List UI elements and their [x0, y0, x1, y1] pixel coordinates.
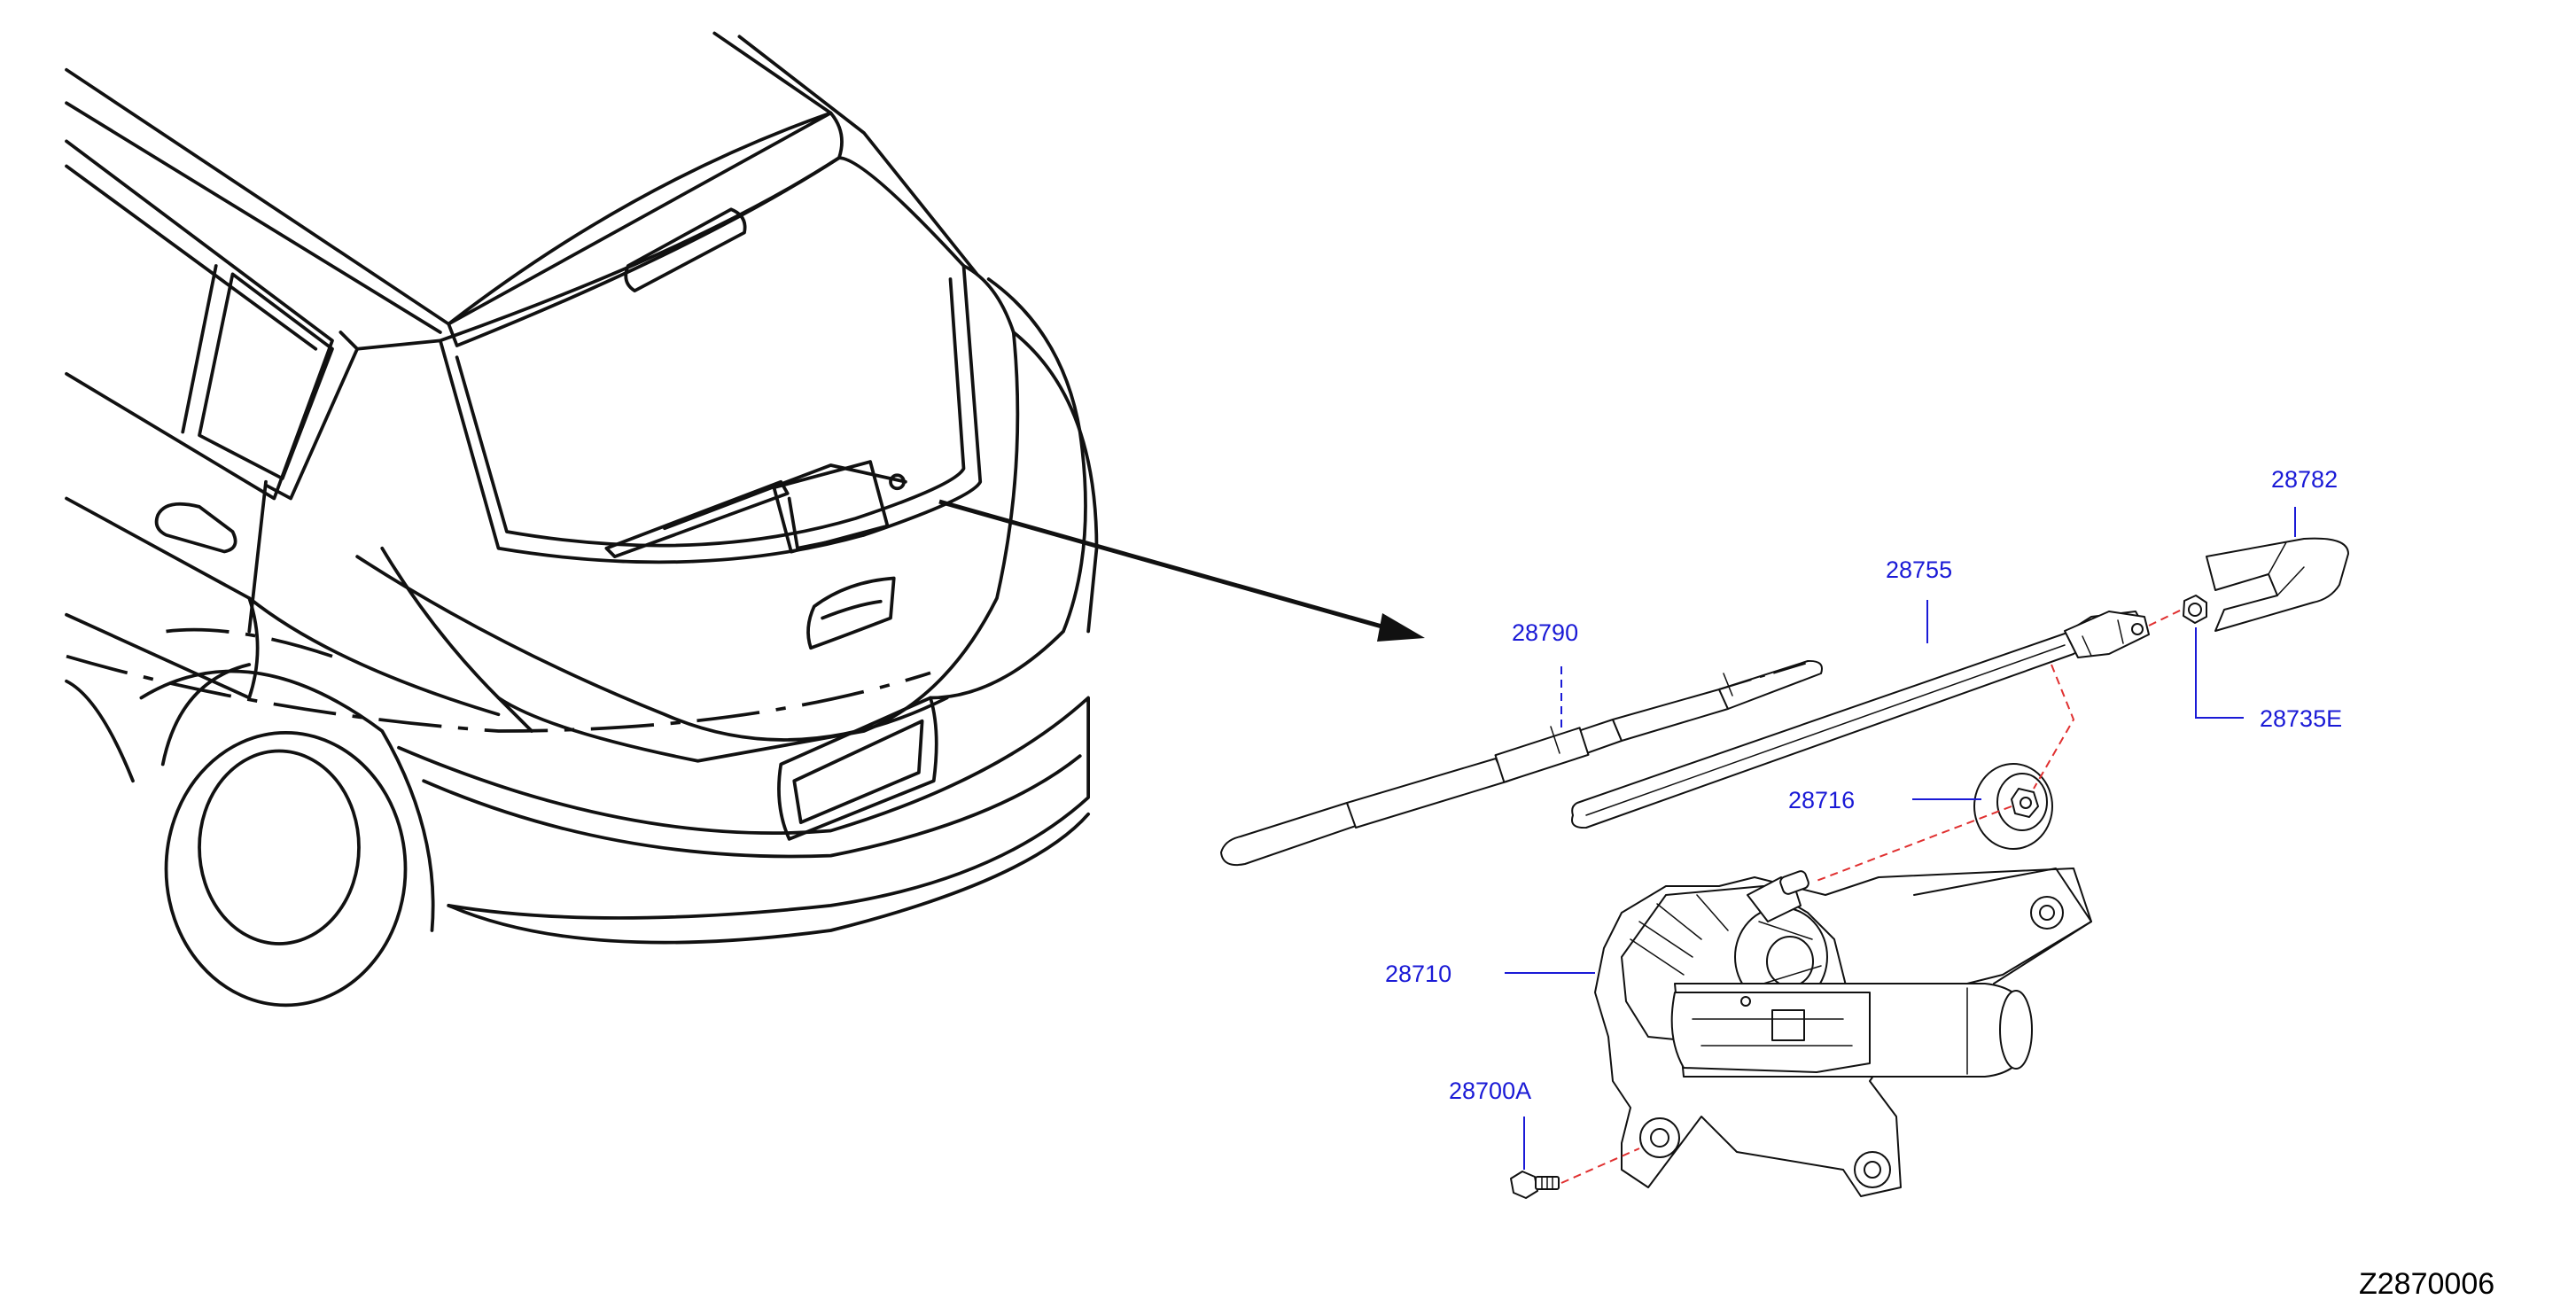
- wiper-blade-28790: [1220, 659, 1823, 867]
- label-28716: 28716: [1788, 787, 1855, 813]
- label-28735E: 28735E: [2260, 705, 2342, 732]
- wiper-motor-28710: [1594, 868, 2092, 1197]
- wiper-arm-28755: [1571, 611, 2150, 829]
- label-28790: 28790: [1512, 619, 1578, 646]
- car-rear-view: [65, 31, 1099, 1008]
- leader-lines: [1505, 507, 2296, 1170]
- label-28755: 28755: [1886, 556, 1952, 583]
- direction-arrow: [938, 499, 1425, 642]
- assembly-lines: [1560, 609, 2183, 1184]
- bolt-28700A: [1510, 1171, 1560, 1199]
- nut-28735E: [2183, 595, 2207, 624]
- wiper-cap-28782: [2206, 537, 2349, 632]
- label-28782: 28782: [2271, 466, 2338, 493]
- diagram-id: Z2870006: [2359, 1267, 2494, 1301]
- label-28700A: 28700A: [1449, 1078, 1531, 1104]
- label-28710: 28710: [1385, 961, 1451, 987]
